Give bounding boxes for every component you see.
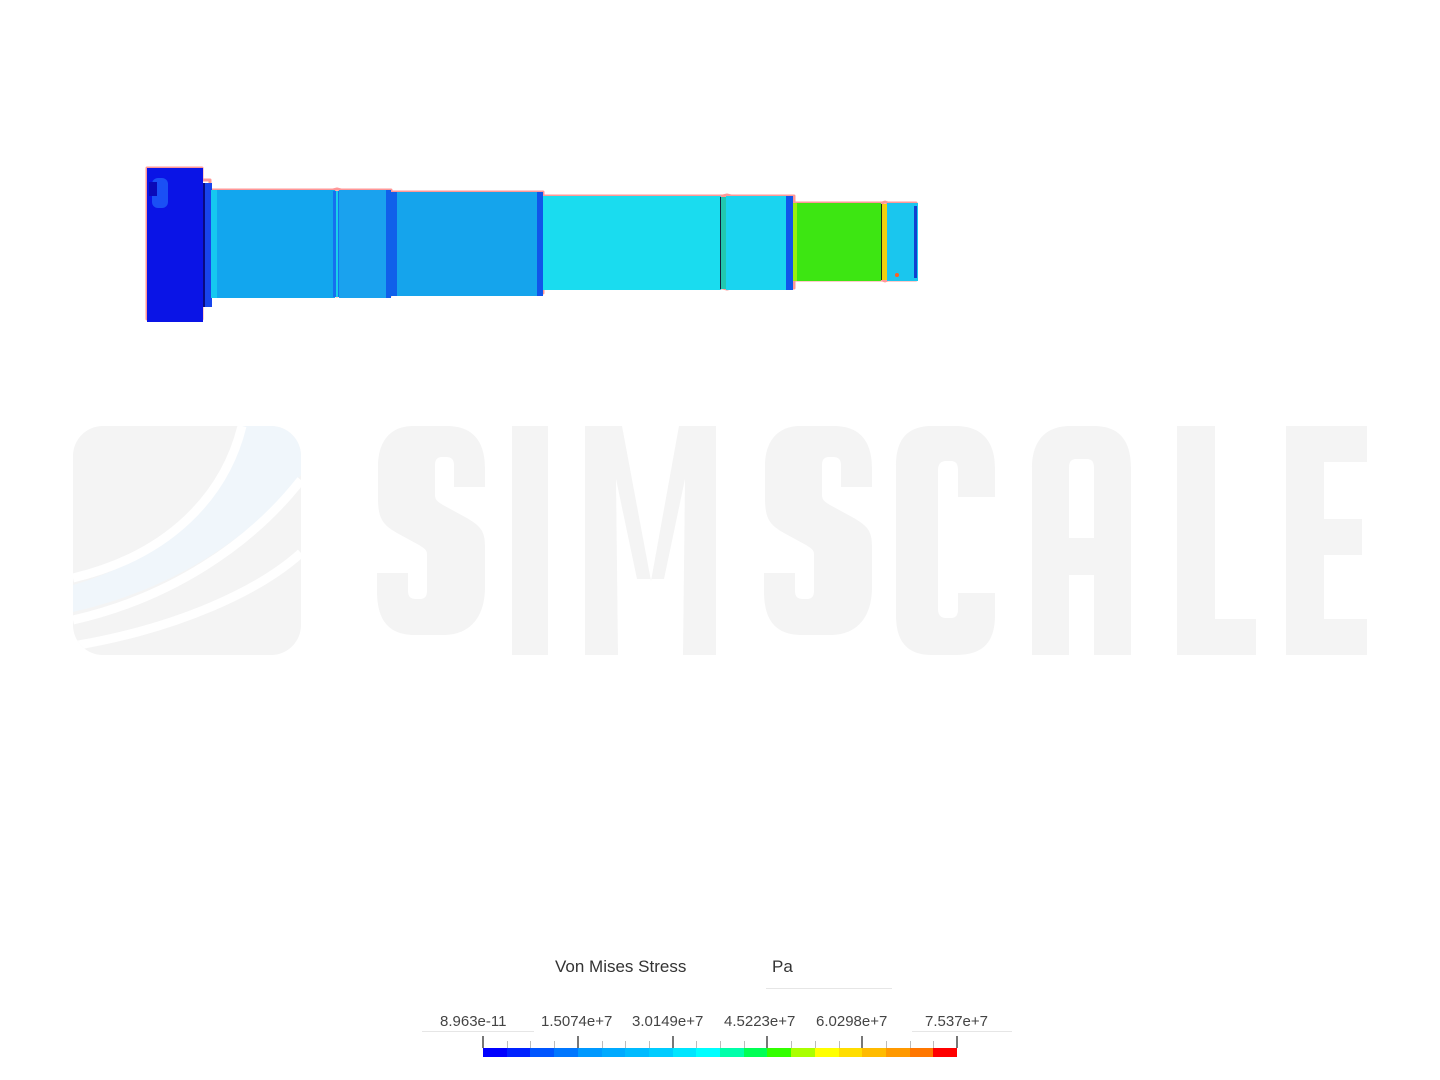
section-3 <box>391 192 543 296</box>
groove-2 <box>720 197 726 289</box>
colorbar-segment <box>862 1048 886 1057</box>
minor-tick <box>601 1041 603 1048</box>
shaft-model[interactable] <box>0 0 1440 400</box>
minor-tick <box>791 1041 793 1048</box>
section-1 <box>211 190 335 298</box>
colorbar-segment <box>601 1048 626 1057</box>
colorbar-segment <box>885 1048 910 1057</box>
simscale-logo-icon <box>73 426 301 655</box>
major-tick <box>482 1036 484 1048</box>
major-tick <box>861 1036 864 1048</box>
major-tick <box>766 1036 769 1048</box>
section-6 <box>793 203 881 281</box>
minor-tick <box>530 1041 532 1048</box>
section-5 <box>726 196 793 290</box>
colorbar-segment <box>625 1048 649 1057</box>
legend-min-value[interactable]: 8.963e-11 <box>440 1013 507 1030</box>
colorbar-segment <box>483 1048 507 1057</box>
minor-tick <box>506 1041 508 1048</box>
minor-tick <box>554 1041 556 1048</box>
colorbar-segment <box>933 1048 958 1057</box>
section-2 <box>339 190 391 298</box>
colorbar-segment <box>767 1048 792 1057</box>
legend-tick-label: 4.5223e+7 <box>724 1013 796 1030</box>
colorbar-segment <box>696 1048 721 1057</box>
unit-underline <box>766 988 892 989</box>
colorbar-segment <box>743 1048 768 1057</box>
major-tick <box>576 1036 579 1048</box>
min-value-underline <box>422 1031 534 1032</box>
minor-tick <box>933 1041 935 1048</box>
colorbar-segment <box>909 1048 934 1057</box>
max-value-underline <box>912 1031 1012 1032</box>
tip <box>887 203 918 281</box>
colorbar-ticks <box>482 1036 958 1048</box>
minor-tick <box>909 1041 911 1048</box>
major-tick <box>956 1036 958 1048</box>
legend-tick-label: 1.5074e+7 <box>541 1013 613 1030</box>
colorbar-segment <box>577 1048 602 1057</box>
minor-tick <box>838 1041 840 1048</box>
colorbar-segment <box>554 1048 578 1057</box>
legend-unit-selector[interactable]: Pa <box>772 957 793 976</box>
colorbar-segment <box>506 1048 531 1057</box>
legend-tick-label: 3.0149e+7 <box>632 1013 704 1030</box>
minor-tick <box>625 1041 627 1048</box>
shaft-sections <box>147 168 918 322</box>
groove-3 <box>881 204 887 280</box>
minor-tick <box>696 1041 698 1048</box>
major-tick <box>671 1036 674 1048</box>
colorbar-segment <box>791 1048 815 1057</box>
section-4 <box>543 196 721 290</box>
legend-title: Von Mises Stress <box>555 957 687 976</box>
colorbar <box>483 1048 958 1057</box>
colorbar-segment <box>814 1048 839 1057</box>
collar <box>203 183 212 307</box>
colorbar-segment <box>838 1048 863 1057</box>
minor-tick <box>814 1041 816 1048</box>
minor-tick <box>885 1041 887 1048</box>
colorbar-segment <box>530 1048 555 1057</box>
colorbar-segment <box>672 1048 697 1057</box>
minor-tick <box>648 1041 650 1048</box>
colorbar-segment <box>720 1048 744 1057</box>
legend-tick-label: 6.0298e+7 <box>816 1013 888 1030</box>
minor-tick <box>720 1041 721 1048</box>
minor-tick <box>743 1041 745 1048</box>
colorbar-segment <box>648 1048 673 1057</box>
legend-max-value[interactable]: 7.537e+7 <box>925 1013 988 1030</box>
